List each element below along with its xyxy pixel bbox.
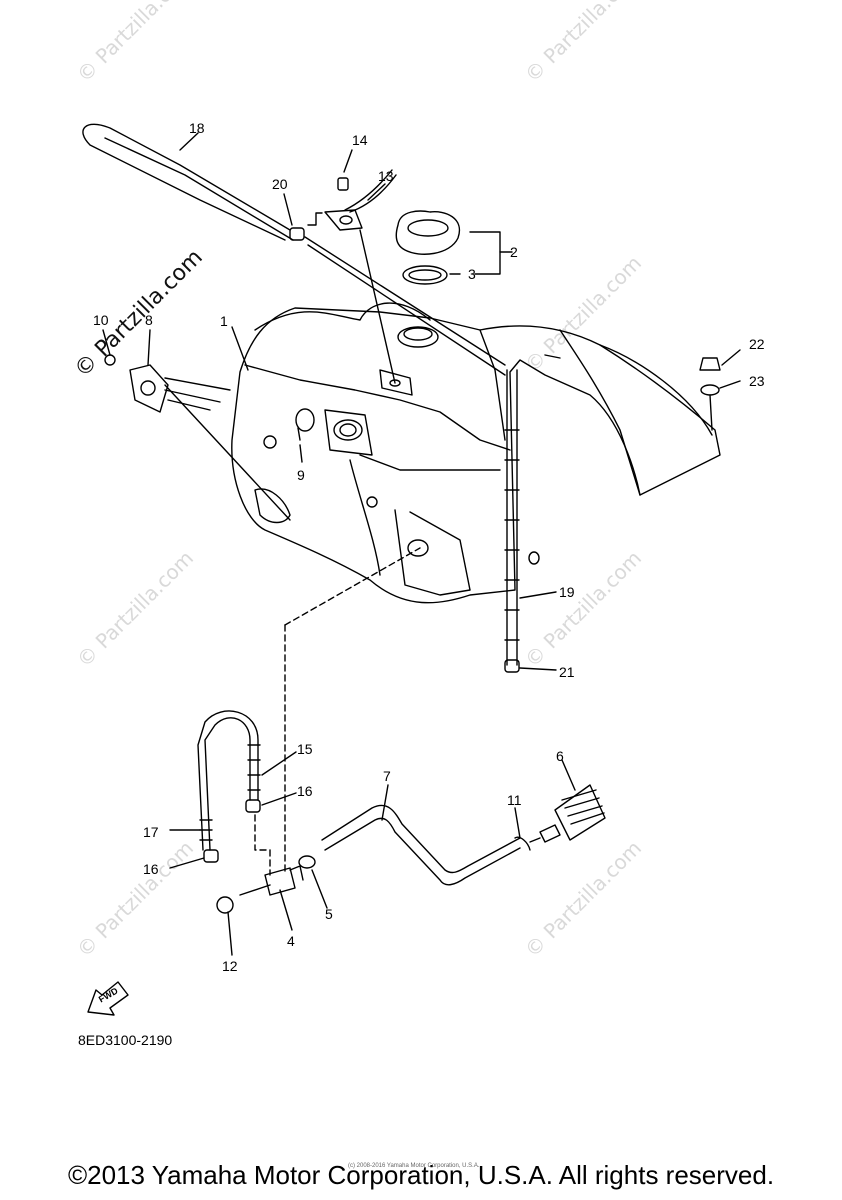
breather-hose	[506, 369, 518, 666]
callout-label: 22	[749, 336, 765, 352]
copyright-footer: ©2013 Yamaha Motor Corporation, U.S.A. A…	[67, 1160, 775, 1190]
fuel-cap	[395, 210, 461, 255]
callout-label: 13	[378, 168, 394, 184]
callout-label: 9	[297, 467, 305, 483]
callout-label: 18	[189, 120, 205, 136]
callout-label: 3	[468, 266, 476, 282]
callout-label: 8	[145, 312, 153, 328]
fuel-cock	[264, 867, 296, 896]
fuel-tank	[231, 307, 721, 604]
callout-label: 19	[559, 584, 575, 600]
callout-label: 21	[559, 664, 575, 680]
diagram-code: 8ED3100-2190	[78, 1032, 173, 1048]
callout-label: 12	[222, 958, 238, 974]
small-notice: (c) 2008-2016 Yamaha Motor Corporation, …	[348, 1163, 480, 1169]
callout-label: 4	[287, 933, 295, 949]
fuel-hose	[204, 717, 251, 851]
callout-label: 23	[749, 373, 765, 389]
callout-label: 1	[220, 313, 228, 329]
forward-arrow-icon	[87, 981, 129, 1016]
callout-label: 5	[325, 906, 333, 922]
callout-label: 10	[93, 312, 109, 328]
callout-label: 6	[556, 748, 564, 764]
callout-label: 16	[297, 783, 313, 799]
callout-label: 15	[297, 741, 313, 757]
vent-tube	[82, 123, 291, 241]
callout-label: 7	[383, 768, 391, 784]
fuel-filter	[554, 784, 606, 841]
callout-label: 17	[143, 824, 159, 840]
callout-label: 2	[510, 244, 518, 260]
callout-label: 14	[352, 132, 368, 148]
callout-label: 11	[507, 792, 522, 808]
callout-label: 16	[143, 861, 159, 877]
callout-label: 20	[272, 176, 288, 192]
